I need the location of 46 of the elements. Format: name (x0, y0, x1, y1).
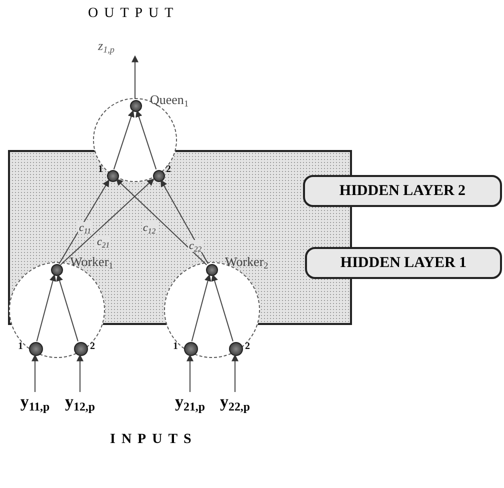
arrow (136, 110, 157, 170)
neuron-dot (229, 342, 243, 356)
unit-name: Queen$_{1}$ (150, 92, 188, 108)
edge-label: c$_{21}$ (96, 236, 111, 248)
arrow (116, 178, 208, 266)
arrow (113, 110, 134, 170)
arrow (232, 354, 238, 392)
arrow (160, 180, 209, 264)
output-label: z$_{1,p}$ (98, 38, 172, 56)
edge-label: c$_{11}$ (78, 222, 92, 234)
input-label: y$_{22,p}$ (212, 392, 258, 416)
neuron-dot (130, 100, 142, 112)
arrow (56, 274, 78, 342)
neuron-dot (74, 342, 88, 356)
arrow (186, 354, 194, 392)
neuron-dot (51, 264, 63, 276)
input-number: 2 (245, 341, 250, 352)
unit-name: Worker$_{2}$ (225, 254, 268, 270)
edge-label: c$_{22}$ (188, 240, 203, 252)
arrow (32, 354, 38, 392)
input-number: 2 (90, 341, 95, 352)
input-number: 1 (98, 164, 103, 175)
neuron-dot (184, 342, 198, 356)
heading-label: INPUTS (110, 432, 198, 448)
arrow (76, 354, 84, 392)
neuron-dot (107, 170, 119, 182)
unit-name: Worker$_{1}$ (70, 254, 114, 270)
input-number: 2 (166, 164, 171, 175)
neuron-dot (153, 170, 165, 182)
input-number: 1 (18, 341, 23, 352)
input-label: y$_{21,p}$ (167, 392, 213, 416)
heading-label: OUTPUT (88, 6, 180, 22)
input-label: y$_{12,p}$ (57, 392, 103, 416)
arrow (58, 180, 110, 264)
arrow (36, 274, 56, 342)
layer-label: HIDDEN LAYER 2 (303, 175, 502, 207)
input-label: y$_{11,p}$ (12, 392, 58, 416)
arrow (60, 178, 154, 266)
neuron-dot (29, 342, 43, 356)
arrow (191, 274, 212, 342)
edge-label: c$_{12}$ (142, 222, 157, 234)
arrow (211, 274, 234, 342)
layer-label: HIDDEN LAYER 1 (305, 247, 502, 279)
input-number: 1 (173, 341, 178, 352)
neuron-dot (206, 264, 218, 276)
arrow (132, 55, 138, 100)
